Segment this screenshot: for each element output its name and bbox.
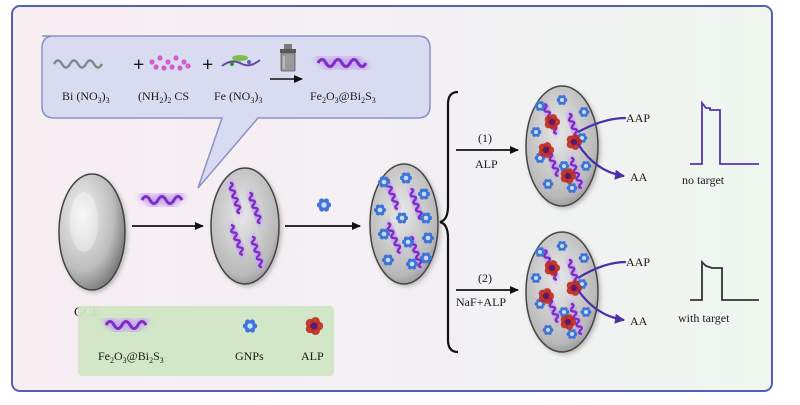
synthesis-panel: + + Bi (NO3)3 (NH2)2 CS <box>41 35 431 189</box>
gold-nanoparticle-icon <box>580 161 592 171</box>
nanocomposite-icon <box>226 179 244 217</box>
alp-enzyme-icon <box>566 280 583 296</box>
signal-trace-1 <box>690 100 759 165</box>
branch-step-1: (1) <box>478 131 492 145</box>
gold-nanoparticle-icon <box>395 212 409 224</box>
nanocomposite-icon <box>407 185 425 223</box>
alp-enzyme-icon <box>538 142 555 158</box>
substrate-label-2: AAP <box>626 255 650 269</box>
aa-arrow-2 <box>577 289 625 324</box>
legend-label-gnps: GNPs <box>235 349 264 363</box>
branch-reagent-2: NaF+ALP <box>456 295 506 309</box>
gold-nanoparticle-icon <box>242 319 258 333</box>
legend-gnp-icon <box>242 319 258 333</box>
gnp-addition-icon <box>316 198 332 212</box>
legend-alp-icon <box>305 317 324 335</box>
signal-trace-2 <box>690 259 759 301</box>
gold-nanoparticle-icon <box>556 95 568 105</box>
gold-nanoparticle-icon <box>316 198 332 212</box>
alp-enzyme-icon <box>560 314 577 330</box>
gold-nanoparticle-icon <box>399 172 413 184</box>
branch-reagent-1: ALP <box>475 157 498 171</box>
nanocomposite-icon <box>567 300 586 338</box>
nanocomposite-icon <box>246 189 264 227</box>
gold-nanoparticle-icon <box>530 273 542 283</box>
alp-enzyme-icon <box>544 260 561 276</box>
gold-nanoparticle-icon <box>421 232 435 244</box>
thiourea-icon <box>149 55 191 71</box>
synthesis-callout <box>41 35 431 189</box>
gold-nanoparticle-icon <box>578 253 590 263</box>
gold-nanoparticle-icon <box>377 228 391 240</box>
gold-nanoparticle-icon <box>405 258 419 270</box>
reagent-label-3: Fe (NO3)3 <box>214 89 262 105</box>
aa-arrow-1 <box>577 143 625 180</box>
legend-box <box>78 306 334 376</box>
gold-nanoparticle-icon <box>401 236 415 248</box>
alp-enzyme-icon <box>544 114 561 130</box>
gold-nanoparticle-icon <box>419 252 433 264</box>
product-label-2: AA <box>630 314 648 328</box>
plus-sign-2: + <box>202 54 213 76</box>
bismuth-nitrate-icon <box>52 59 104 69</box>
gold-nanoparticle-icon <box>558 307 570 317</box>
branch-brace <box>439 90 459 354</box>
gold-nanoparticle-icon <box>417 188 431 200</box>
gold-nanoparticle-icon <box>419 212 433 224</box>
electrode-highlight <box>70 192 98 252</box>
reagent-label-1: Bi (NO3)3 <box>62 89 110 105</box>
alp-enzyme-icon <box>566 134 583 150</box>
alp-enzyme-icon <box>560 168 577 184</box>
alp-enzyme-icon <box>538 288 555 304</box>
nanocomposite-icon <box>567 154 586 192</box>
legend-nanocomposite-icon <box>104 320 148 330</box>
aap-link-2 <box>577 260 627 279</box>
signal-label-1: no target <box>682 173 725 187</box>
nanocomposite-icon <box>227 221 247 259</box>
gold-nanoparticle-icon <box>542 179 554 189</box>
gold-nanoparticle-icon <box>580 307 592 317</box>
gold-nanoparticle-icon <box>542 325 554 335</box>
gold-nanoparticle-icon <box>377 176 391 188</box>
legend-label-alp: ALP <box>301 349 324 363</box>
modified-electrode-1 <box>210 167 280 285</box>
gold-nanoparticle-icon <box>566 329 578 339</box>
signal-label-2: with target <box>678 311 730 325</box>
gold-nanoparticle-icon <box>578 107 590 117</box>
product-label: Fe2O3@Bi2S3 <box>310 89 376 105</box>
nanocomposite-layer-1 <box>226 179 266 271</box>
product-label-1: AA <box>630 170 648 184</box>
autoclave-icon <box>280 44 296 72</box>
nanocomposite-icon <box>384 219 404 257</box>
nanocomposite-icon <box>248 233 266 271</box>
iron-nitrate-icon <box>221 55 261 67</box>
modifier-wave-icon <box>140 195 184 205</box>
gold-nanoparticle-icon <box>534 101 546 111</box>
gnp-nanocomposite-layer <box>373 172 435 271</box>
alp-enzyme-icon <box>305 317 324 335</box>
branch-step-2: (2) <box>478 271 492 285</box>
gold-nanoparticle-icon <box>530 127 542 137</box>
aap-link-1 <box>577 116 627 133</box>
gold-nanoparticle-icon <box>381 254 395 266</box>
gold-nanoparticle-icon <box>558 161 570 171</box>
gce-electrode <box>58 173 126 291</box>
reaction-layer-2 <box>530 241 592 339</box>
substrate-label-1: AAP <box>626 111 650 125</box>
legend-label-nanocomposite: Fe2O3@Bi2S3 <box>98 349 164 365</box>
gold-nanoparticle-icon <box>556 241 568 251</box>
reaction-layer-1 <box>530 95 592 193</box>
product-wave-icon <box>316 58 368 68</box>
gold-nanoparticle-icon <box>566 183 578 193</box>
legend-panel: Fe2O3@Bi2S3 GNPs ALP <box>78 306 334 376</box>
gold-nanoparticle-icon <box>373 204 387 216</box>
plus-sign-1: + <box>133 54 144 76</box>
reagent-label-2: (NH2)2 CS <box>138 89 189 105</box>
gold-nanoparticle-icon <box>534 247 546 257</box>
